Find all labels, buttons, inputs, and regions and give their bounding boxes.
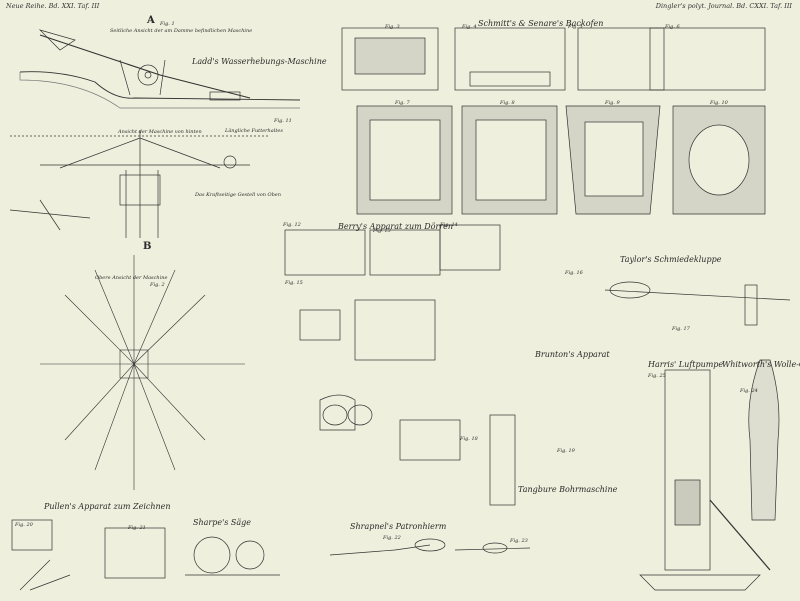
fig-label: Fig. 20 bbox=[15, 522, 33, 528]
fig-saw bbox=[185, 536, 280, 576]
fig-label: Fig. 23 bbox=[510, 538, 528, 544]
fig-label: Fig. 10 bbox=[710, 100, 728, 106]
caption-top-view: Obere Ansicht der Maschine bbox=[95, 275, 168, 281]
header-right: Dingler's polyt. Journal. Bd. CXXI. Taf.… bbox=[655, 2, 792, 10]
fig-label: Fig. 13 bbox=[373, 228, 391, 234]
fig-oven-sections-top bbox=[341, 27, 766, 91]
fig-central-apparatus bbox=[319, 394, 516, 506]
fig-label: Fig. 9 bbox=[605, 100, 620, 106]
caption-feed: Längliche Futterhaltes bbox=[225, 128, 283, 134]
fig-label: Fig. 4 bbox=[462, 24, 477, 30]
title-brunton-apparatus: Brunton's Apparat bbox=[535, 350, 610, 359]
title-water-lifting-machine: Ladd's Wasserhebungs-Maschine bbox=[192, 57, 327, 66]
fig-label: Fig. 3 bbox=[385, 24, 400, 30]
fig-water-lifting-side-view bbox=[19, 29, 301, 109]
title-tongs: Shrapnel's Patronhierm bbox=[350, 522, 447, 531]
fig-drying-apparatus bbox=[284, 224, 501, 361]
title-drying-apparatus: Berry's Apparat zum Dörren bbox=[338, 222, 454, 231]
fig-label: Fig. 11 bbox=[274, 118, 292, 124]
fig-label: Fig. 7 bbox=[395, 100, 410, 106]
title-baking-oven: Schmitt's & Senare's Backofen bbox=[478, 19, 604, 28]
fig-drawing-apparatus bbox=[11, 519, 166, 591]
fig-label: Fig. 19 bbox=[557, 448, 575, 454]
fig-label: Fig. 25 bbox=[648, 373, 666, 379]
fig-label: Fig. 12 bbox=[283, 222, 301, 228]
fig-label: Fig. 17 bbox=[672, 326, 690, 332]
caption-rear-view: Ansicht der Maschine von hinten bbox=[118, 129, 202, 135]
letter-a: A bbox=[147, 15, 155, 26]
title-drawing-apparatus: Pullen's Apparat zum Zeichnen bbox=[44, 502, 171, 511]
fig-machine-top-view bbox=[40, 255, 245, 490]
fig-label: Fig. 2 bbox=[150, 282, 165, 288]
letter-b: B bbox=[143, 241, 152, 252]
fig-label: Fig. 16 bbox=[565, 270, 583, 276]
caption-side-view: Seitliche Ansicht der am Damme befindlic… bbox=[110, 28, 253, 34]
fig-label: Fig. 14 bbox=[440, 222, 458, 228]
fig-label: Fig. 15 bbox=[285, 280, 303, 286]
fig-label: Fig. 5 bbox=[568, 24, 583, 30]
fig-air-pump bbox=[639, 369, 771, 591]
fig-oven-plans bbox=[356, 105, 766, 215]
fig-smith-tongs bbox=[604, 281, 791, 326]
title-drilling-machine: Tangbure Bohrmaschine bbox=[518, 485, 618, 494]
caption-frame-top: Das Kraftseitige Gestell von Oben bbox=[195, 192, 281, 198]
fig-label: Fig. 6 bbox=[665, 24, 680, 30]
fig-machine-rear-view bbox=[9, 130, 270, 238]
fig-label: Fig. 24 bbox=[740, 388, 758, 394]
fig-label: Fig. 18 bbox=[460, 436, 478, 442]
fig-label: Fig. 22 bbox=[383, 535, 401, 541]
title-furnace: Whitworth's Wolle-Ofen bbox=[722, 360, 800, 369]
title-smith-tongs: Taylor's Schmiedekluppe bbox=[620, 255, 722, 264]
fig-label: Fig. 21 bbox=[128, 525, 146, 531]
header-left: Neue Reihe. Bd. XXI. Taf. III bbox=[6, 2, 100, 10]
fig-label: Fig. 8 bbox=[500, 100, 515, 106]
fig-furnace-profile bbox=[748, 359, 780, 521]
title-air-pump: Harris' Luftpumpe bbox=[648, 360, 724, 369]
title-saw: Sharpe's Säge bbox=[193, 518, 252, 527]
fig-label: Fig. 1 bbox=[160, 21, 175, 27]
fig-tongs bbox=[329, 538, 531, 556]
